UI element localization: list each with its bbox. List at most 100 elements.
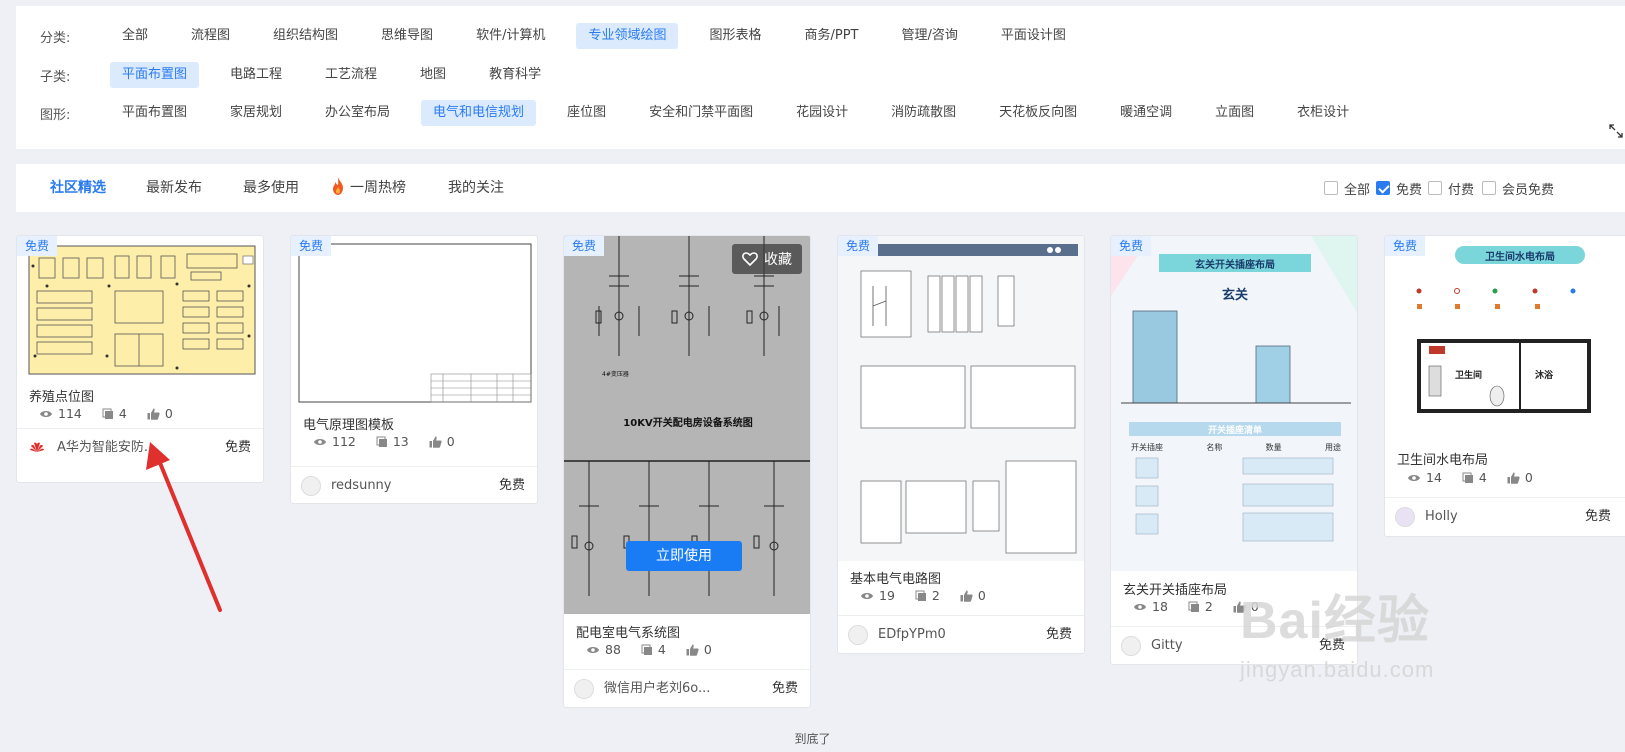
views-count: 14 (1426, 470, 1442, 485)
card-footer: EDfpYPm0 免费 (838, 615, 1084, 653)
card-title[interactable]: 基本电气电路图 (850, 572, 942, 587)
likes-stat: 0 (960, 588, 986, 603)
checkbox[interactable] (1482, 181, 1496, 195)
filter-tag-professional[interactable]: 专业领域绘图 (576, 23, 679, 49)
filter-tag-management[interactable]: 管理/咨询 (901, 28, 958, 43)
card-thumbnail[interactable] (838, 236, 1084, 561)
tab-most-used[interactable]: 最多使用 (243, 180, 299, 196)
copies-stat: 4 (1462, 470, 1487, 485)
filter-tag-circuit[interactable]: 电路工程 (230, 67, 283, 82)
filter-tag-floor-layout[interactable]: 平面布置图 (122, 105, 188, 120)
filter-row-category: 分类: 全部 流程图 组织结构图 思维导图 软件/计算机 专业领域绘图 图形表格… (40, 23, 1097, 49)
sort-tabs-bar: 社区精选 最新发布 最多使用 一周热榜 我的关注 全部 免费 付费 会员免费 (16, 164, 1625, 212)
thumb-list-title: 开关插座清单 (1207, 426, 1262, 436)
author-name[interactable]: 微信用户老刘6o... (604, 681, 711, 696)
author-name[interactable]: Gitty (1151, 638, 1183, 653)
filter-label: 分类: (40, 30, 71, 46)
filter-tag-mindmap[interactable]: 思维导图 (381, 28, 434, 43)
template-card[interactable]: 免费 基本电气电路图 19 2 0 EDfpYPm0 免费 (837, 235, 1085, 654)
filter-tag-seating[interactable]: 座位图 (567, 105, 607, 120)
filter-tag-map[interactable]: 地图 (420, 67, 447, 82)
views-stat: 88 (586, 642, 621, 657)
filter-tag-all[interactable]: 全部 (122, 28, 149, 43)
filter-tag-security[interactable]: 安全和门禁平面图 (649, 105, 754, 120)
card-title[interactable]: 养殖点位图 (29, 390, 95, 405)
author-name[interactable]: A华为智能安防... (57, 440, 157, 455)
card-stats: 19 2 0 (860, 588, 1006, 603)
avatar (1121, 636, 1141, 656)
card-thumbnail[interactable] (291, 236, 537, 408)
template-card[interactable]: 免费 电气原理图模板 112 13 0 redsunny 免费 (290, 235, 538, 504)
filter-tag-elevation[interactable]: 立面图 (1215, 105, 1255, 120)
filter-tag-hvac[interactable]: 暖通空调 (1120, 105, 1173, 120)
thumbs-up-icon (1233, 601, 1246, 613)
filter-tag-ceiling[interactable]: 天花板反向图 (999, 105, 1078, 120)
author-name[interactable]: EDfpYPm0 (878, 627, 946, 642)
filter-tag-org-chart[interactable]: 组织结构图 (273, 28, 339, 43)
likes-stat: 0 (1233, 599, 1259, 614)
tab-weekly-hot[interactable]: 一周热榜 (330, 164, 406, 212)
card-thumbnail[interactable]: 卫生间水电布局 卫生间 沐浴 (1385, 236, 1625, 441)
filter-tag-business-ppt[interactable]: 商务/PPT (804, 28, 859, 43)
filter-panel: 分类: 全部 流程图 组织结构图 思维导图 软件/计算机 专业领域绘图 图形表格… (16, 6, 1625, 149)
filter-row-shape: 图形: 平面布置图 家居规划 办公室布局 电气和电信规划 座位图 安全和门禁平面… (40, 100, 1380, 126)
copy-icon (102, 408, 113, 419)
checkbox[interactable] (1324, 181, 1338, 195)
copies-stat: 2 (915, 588, 940, 603)
filter-tag-wardrobe[interactable]: 衣柜设计 (1297, 105, 1350, 120)
tab-latest[interactable]: 最新发布 (146, 180, 202, 196)
template-card[interactable]: 免费 养殖点位图 114 4 0 A华为智能安防... 免费 (16, 235, 264, 483)
filter-tag-garden[interactable]: 花园设计 (796, 105, 849, 120)
room-label-bathroom: 卫生间 (1455, 371, 1483, 381)
thumb-col: 用途 (1324, 443, 1341, 452)
free-badge: 免费 (838, 236, 879, 256)
card-title[interactable]: 玄关开关插座布局 (1123, 583, 1228, 598)
expand-icon[interactable] (1609, 124, 1623, 138)
author-name[interactable]: redsunny (331, 478, 392, 493)
template-card[interactable]: 玄关开关插座布局 玄关 开关插座清单 开关插座 名称 数量 用途 免费 玄关开关… (1110, 235, 1358, 665)
filter-free-checkbox[interactable]: 免费 (1376, 164, 1422, 212)
template-card-hovered[interactable]: 10KV开关配电房设备系统图 4#变压器 免费 收藏 立即使用 配电室电气系统图… (563, 235, 811, 708)
avatar (574, 679, 594, 699)
price-label: 免费 (771, 681, 798, 696)
tab-following[interactable]: 我的关注 (448, 180, 504, 196)
filter-paid-checkbox[interactable]: 付费 (1428, 164, 1474, 212)
tab-community-picks[interactable]: 社区精选 (50, 180, 106, 196)
card-thumbnail[interactable]: 玄关开关插座布局 玄关 开关插座清单 开关插座 名称 数量 用途 (1111, 236, 1357, 571)
filter-tag-evacuation[interactable]: 消防疏散图 (891, 105, 957, 120)
filter-tag-flowchart[interactable]: 流程图 (191, 28, 231, 43)
filter-tag-electrical[interactable]: 电气和电信规划 (421, 100, 537, 126)
avatar (848, 625, 868, 645)
filter-tag-graphic-table[interactable]: 图形表格 (709, 28, 762, 43)
views-stat: 18 (1133, 599, 1168, 614)
card-title[interactable]: 电气原理图模板 (303, 418, 395, 433)
copies-stat: 4 (102, 406, 127, 421)
thumbs-up-icon (1507, 472, 1520, 484)
filter-tag-software[interactable]: 软件/计算机 (476, 28, 546, 43)
template-card[interactable]: 卫生间水电布局 卫生间 沐浴 免费 卫生间水电布局 14 4 0 Holly 免… (1384, 235, 1625, 537)
card-title[interactable]: 卫生间水电布局 (1397, 453, 1489, 468)
copies-count: 4 (1478, 470, 1487, 485)
filter-member-free-checkbox[interactable]: 会员免费 (1482, 164, 1554, 212)
card-title[interactable]: 配电室电气系统图 (576, 626, 681, 641)
views-stat: 114 (39, 406, 82, 421)
favorite-button[interactable]: 收藏 (732, 244, 802, 274)
checkbox-checked[interactable] (1376, 181, 1390, 195)
checkbox[interactable] (1428, 181, 1442, 195)
filter-tag-floor-plan[interactable]: 平面布置图 (110, 62, 200, 88)
thumbs-up-icon (429, 436, 442, 448)
filter-tag-process[interactable]: 工艺流程 (325, 67, 378, 82)
card-thumbnail[interactable] (17, 236, 263, 381)
use-now-button[interactable]: 立即使用 (626, 541, 742, 571)
views-count: 19 (879, 588, 895, 603)
filter-tag-office-layout[interactable]: 办公室布局 (325, 105, 391, 120)
card-footer: redsunny 免费 (291, 466, 537, 503)
author-name[interactable]: Holly (1425, 509, 1458, 524)
filter-tag-home-plan[interactable]: 家居规划 (230, 105, 283, 120)
filter-tag-graphic-design[interactable]: 平面设计图 (1000, 28, 1066, 43)
copies-count: 13 (392, 434, 409, 449)
card-footer: Gitty 免费 (1111, 626, 1357, 664)
filter-all-checkbox[interactable]: 全部 (1324, 164, 1370, 212)
card-footer: 微信用户老刘6o... 免费 (564, 669, 810, 707)
filter-tag-education[interactable]: 教育科学 (489, 67, 542, 82)
